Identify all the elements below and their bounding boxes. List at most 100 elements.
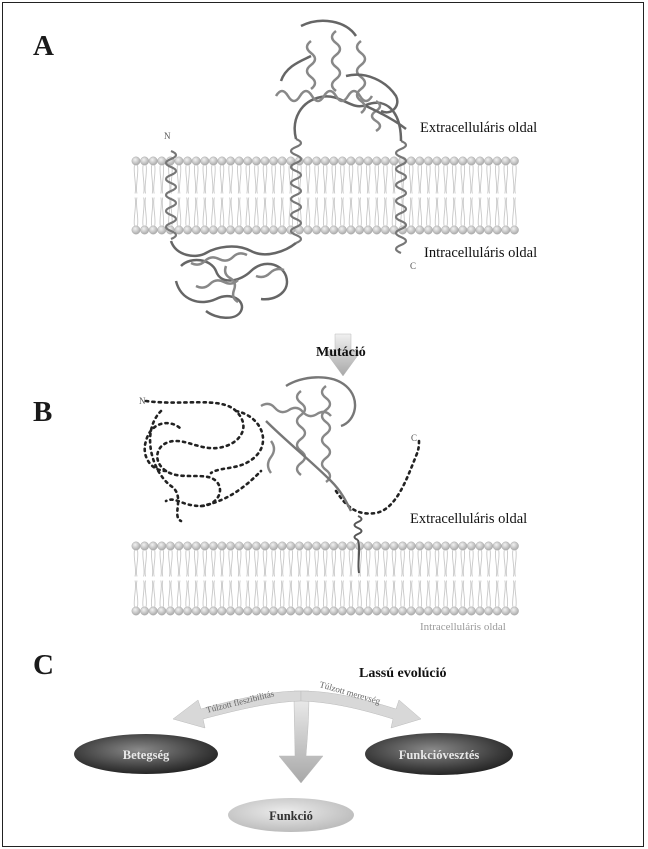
lipid-head bbox=[416, 542, 424, 550]
lipid-head bbox=[416, 157, 424, 165]
lipid-head bbox=[467, 226, 475, 234]
lipid-head bbox=[304, 607, 312, 615]
n-terminus-a: N bbox=[164, 131, 171, 141]
lipid-head bbox=[381, 157, 389, 165]
lipid-head bbox=[158, 607, 166, 615]
lipid-head bbox=[390, 157, 398, 165]
lipid-head bbox=[467, 607, 475, 615]
lipid-head bbox=[192, 542, 200, 550]
lipid-head bbox=[209, 542, 217, 550]
lipid-head bbox=[209, 226, 217, 234]
lipid-head bbox=[175, 157, 183, 165]
intracellular-label-b: Intracelluláris oldal bbox=[420, 621, 506, 633]
lipid-head bbox=[510, 607, 518, 615]
lipid-head bbox=[235, 607, 243, 615]
lipid-tails bbox=[134, 165, 516, 226]
lipid-head bbox=[149, 226, 157, 234]
lipid-head bbox=[407, 607, 415, 615]
folded-domain-b bbox=[261, 377, 355, 511]
lipid-head bbox=[433, 607, 441, 615]
panel-letter-a: A bbox=[33, 30, 54, 63]
lipid-head bbox=[398, 542, 406, 550]
lipid-head bbox=[304, 542, 312, 550]
lipid-head bbox=[338, 157, 346, 165]
lipid-head bbox=[132, 542, 140, 550]
lipid-head bbox=[502, 542, 510, 550]
lipid-head bbox=[398, 607, 406, 615]
lipid-head bbox=[226, 226, 234, 234]
lipid-head bbox=[218, 157, 226, 165]
lipid-head bbox=[330, 226, 338, 234]
lipid-head bbox=[450, 226, 458, 234]
lipid-head bbox=[416, 226, 424, 234]
lipid-head bbox=[149, 542, 157, 550]
lipid-head bbox=[312, 226, 320, 234]
lipid-head bbox=[355, 226, 363, 234]
lipid-head bbox=[252, 542, 260, 550]
lipid-head bbox=[269, 157, 277, 165]
lipid-head bbox=[183, 226, 191, 234]
lipid-head bbox=[209, 607, 217, 615]
panel-b: N C bbox=[132, 377, 519, 615]
lipid-head bbox=[132, 226, 140, 234]
lipid-head bbox=[287, 607, 295, 615]
lipid-head bbox=[330, 607, 338, 615]
lipid-head bbox=[424, 226, 432, 234]
lipid-head bbox=[493, 542, 501, 550]
lipid-head bbox=[304, 157, 312, 165]
lipid-head bbox=[484, 542, 492, 550]
lipid-head bbox=[364, 157, 372, 165]
lipid-head bbox=[140, 226, 148, 234]
lipid-head bbox=[149, 607, 157, 615]
lipid-head bbox=[321, 607, 329, 615]
lipid-head bbox=[158, 542, 166, 550]
lipid-head bbox=[390, 607, 398, 615]
lipid-head bbox=[158, 157, 166, 165]
c-terminus-b: C bbox=[411, 433, 417, 443]
lipid-head bbox=[433, 542, 441, 550]
lipid-head bbox=[252, 157, 260, 165]
lipid-head bbox=[132, 157, 140, 165]
lipid-head bbox=[459, 226, 467, 234]
lipid-head bbox=[450, 542, 458, 550]
lipid-head bbox=[364, 542, 372, 550]
lipid-head bbox=[235, 542, 243, 550]
extracellular-domain-a bbox=[276, 21, 406, 141]
lipid-head bbox=[278, 542, 286, 550]
lipid-head bbox=[192, 157, 200, 165]
lipid-head bbox=[235, 157, 243, 165]
n-terminus-b: N bbox=[139, 396, 146, 406]
lipid-head bbox=[278, 226, 286, 234]
lipid-head bbox=[226, 607, 234, 615]
lipid-head bbox=[166, 607, 174, 615]
lipid-head bbox=[132, 607, 140, 615]
lipid-head bbox=[312, 542, 320, 550]
lipid-head bbox=[459, 157, 467, 165]
lipid-head bbox=[450, 157, 458, 165]
lipid-head bbox=[226, 542, 234, 550]
lipid-head bbox=[441, 157, 449, 165]
lipid-head bbox=[364, 226, 372, 234]
lipid-head bbox=[244, 226, 252, 234]
lipid-head bbox=[364, 607, 372, 615]
outcome-label-disease: Betegség bbox=[123, 748, 170, 762]
lipid-head bbox=[252, 607, 260, 615]
lipid-head bbox=[244, 542, 252, 550]
lipid-head bbox=[140, 607, 148, 615]
lipid-head bbox=[502, 157, 510, 165]
lipid-head bbox=[459, 542, 467, 550]
lipid-head bbox=[338, 226, 346, 234]
lipid-head bbox=[261, 542, 269, 550]
lipid-head bbox=[321, 157, 329, 165]
lipid-head bbox=[484, 226, 492, 234]
central-arrow bbox=[279, 691, 323, 783]
extracellular-label-b: Extracelluláris oldal bbox=[410, 511, 527, 528]
lipid-head bbox=[450, 607, 458, 615]
lipid-head bbox=[269, 607, 277, 615]
lipid-head bbox=[261, 157, 269, 165]
lipid-head bbox=[330, 542, 338, 550]
lipid-head bbox=[278, 607, 286, 615]
lipid-head bbox=[201, 607, 209, 615]
panel-letter-c: C bbox=[33, 649, 54, 682]
lipid-head bbox=[424, 542, 432, 550]
